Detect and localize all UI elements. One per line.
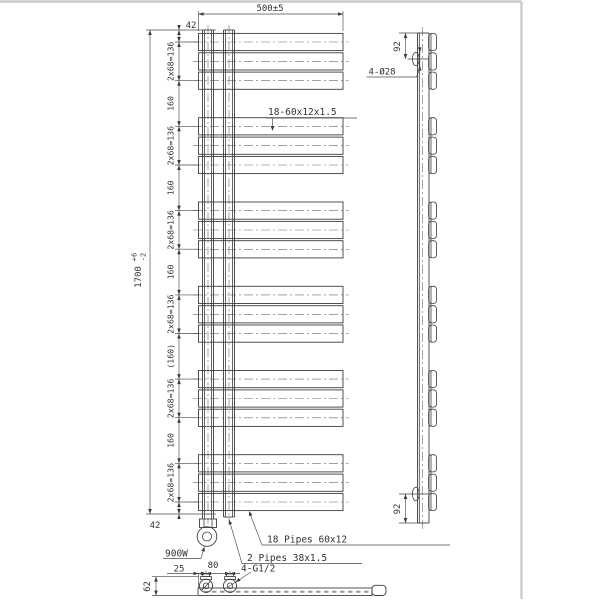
dim-chain-label: 2x68=136 [166, 42, 176, 82]
dim-chain-label: 160 [166, 265, 176, 280]
note-pipe-spec: 18-60x12x1.5 [268, 107, 337, 118]
dim-chain-label: (160) [166, 344, 176, 369]
note-collectors: 2 Pipes 38x1.5 [247, 553, 327, 564]
dim-height-tol-plus: +6 [131, 253, 139, 261]
note-holes: 4-Ø28 [369, 67, 396, 78]
dim-width: 500±5 [256, 4, 283, 14]
dim-chain-label: 2x68=136 [166, 126, 176, 166]
image-border [0, 0, 523, 599]
dim-chain-label: 2x68=136 [166, 379, 176, 419]
note-power: 900W [165, 549, 188, 560]
collector-tubes [202, 25, 235, 524]
dim-hole-offset-bottom: 92 [393, 504, 403, 515]
dim-top-margin: 42 [186, 21, 197, 31]
front-dimensions: 500±5 1700 +6 -2 42 42 [131, 4, 357, 531]
side-dimensions: 92 92 4-Ø28 [366, 32, 422, 524]
dim-height: 1700 [134, 266, 144, 288]
dim-chain-label: 160 [166, 96, 176, 111]
dim-depth: 62 [143, 581, 153, 592]
note-thread: 4-G1/2 [241, 564, 275, 575]
dim-hole-offset-top: 92 [393, 41, 403, 52]
dim-bottom-margin: 42 [150, 521, 161, 531]
dim-conn-spacing: 80 [208, 561, 219, 571]
dim-chain-label: 160 [166, 180, 176, 195]
dim-height-tol-minus: -2 [140, 253, 148, 261]
side-view [399, 27, 438, 529]
mounting-boss-bottom [399, 486, 429, 501]
mounting-boss-top [407, 52, 429, 67]
front-view [192, 25, 349, 547]
bottom-annotations: 900W 18 Pipes 60x12 2 Pipes 38x1.5 [163, 511, 450, 564]
dim-conn-offset: 25 [174, 565, 185, 575]
dim-chain-label: 160 [166, 433, 176, 448]
connection-fitting [198, 573, 214, 593]
dim-chain-label: 2x68=136 [166, 210, 176, 250]
note-pipes-count: 18 Pipes 60x12 [267, 535, 347, 546]
dim-chain-label: 2x68=136 [166, 463, 176, 503]
dim-chain-label: 2x68=136 [166, 294, 176, 334]
bottom-view [197, 573, 387, 596]
bottom-dimensions: 25 80 62 4-G1/2 [143, 561, 275, 596]
heating-element-valve [196, 518, 218, 547]
